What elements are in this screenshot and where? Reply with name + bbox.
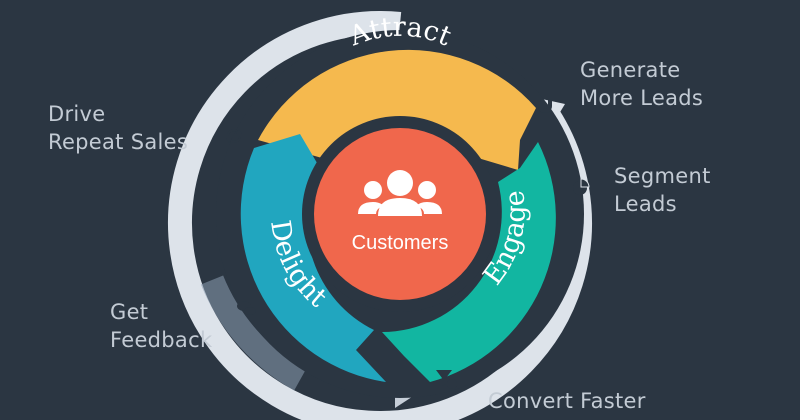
chat-bubbles-icon [237, 301, 256, 315]
label-get-feedback: Get Feedback [110, 300, 213, 352]
label-segment-leads: Segment Leads [614, 164, 711, 216]
label-drive-repeat-sales: Drive Repeat Sales [48, 102, 189, 154]
stage-segments [240, 49, 556, 382]
label-convert-faster: Convert Faster [488, 389, 646, 413]
funnel-dollar-icon [436, 370, 457, 389]
pie-chart-icon [573, 178, 590, 195]
center-label: Customers [352, 232, 449, 254]
segment-attract [258, 49, 536, 170]
users-group-icon [358, 170, 442, 216]
magnet-icon [538, 100, 552, 113]
refresh-arrows-icon [226, 129, 242, 143]
segment-engage [382, 142, 556, 382]
label-generate-more-leads: Generate More Leads [580, 58, 704, 110]
segment-delight [240, 134, 386, 382]
